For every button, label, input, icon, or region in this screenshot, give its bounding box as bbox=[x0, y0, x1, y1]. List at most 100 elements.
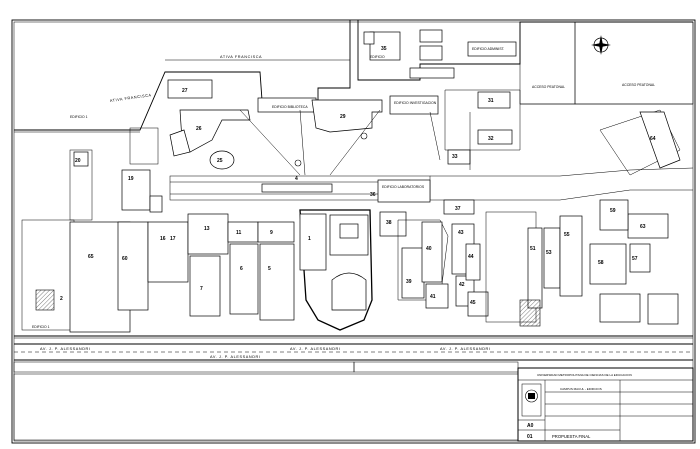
plot-upper-right-b bbox=[574, 21, 694, 105]
building-35 bbox=[369, 31, 401, 61]
svg-text:1: 1 bbox=[308, 236, 311, 242]
svg-text:20: 20 bbox=[75, 158, 81, 164]
svg-text:42: 42 bbox=[459, 282, 465, 288]
building-2 bbox=[35, 289, 55, 311]
building-a bbox=[419, 29, 443, 43]
svg-text:64: 64 bbox=[650, 136, 656, 142]
street-label-top: ATIVA FRANCISCA bbox=[220, 55, 262, 59]
building-4 bbox=[261, 183, 333, 193]
institution-name: UNIVERSIDAD METROPOLITANA DE CIENCIAS DE… bbox=[537, 373, 632, 377]
street-label-main: AV. J. P. ALESSANDRI bbox=[210, 355, 261, 359]
building-54 bbox=[599, 293, 641, 323]
building-1 bbox=[299, 213, 327, 271]
building-31 bbox=[477, 91, 511, 109]
building-41 bbox=[425, 283, 449, 309]
svg-text:45: 45 bbox=[470, 300, 476, 306]
svg-text:6: 6 bbox=[240, 266, 243, 272]
svg-text:43: 43 bbox=[458, 230, 464, 236]
svg-text:EDIFICIO 1: EDIFICIO 1 bbox=[70, 115, 88, 119]
building-b bbox=[467, 41, 517, 57]
svg-text:55: 55 bbox=[564, 232, 570, 238]
building-62 bbox=[647, 293, 679, 325]
street-label-left: AV. J. P. ALESSANDRI bbox=[40, 347, 91, 351]
svg-text:37: 37 bbox=[455, 206, 461, 212]
svg-text:60: 60 bbox=[122, 256, 128, 262]
building-45 bbox=[467, 291, 489, 317]
svg-text:16: 16 bbox=[160, 236, 166, 242]
building-36 bbox=[377, 179, 431, 203]
building-9 bbox=[257, 221, 295, 243]
svg-text:44: 44 bbox=[468, 254, 474, 260]
svg-text:9: 9 bbox=[270, 230, 273, 236]
building-26 bbox=[179, 109, 251, 153]
svg-text:EDIFICIO INVESTIGACION: EDIFICIO INVESTIGACION bbox=[394, 101, 437, 105]
svg-text:EDIFICIO ADMINIST.: EDIFICIO ADMINIST. bbox=[472, 47, 504, 51]
building-57 bbox=[629, 243, 651, 273]
svg-text:31: 31 bbox=[488, 98, 494, 104]
svg-text:29: 29 bbox=[340, 114, 346, 120]
building-66 bbox=[379, 211, 407, 237]
building-39 bbox=[401, 247, 425, 299]
building-11 bbox=[227, 221, 259, 243]
svg-text:EDIFICIO: EDIFICIO bbox=[370, 55, 385, 59]
svg-text:EDIFICIO 1: EDIFICIO 1 bbox=[32, 325, 50, 329]
sheet-number: 01 bbox=[527, 434, 533, 440]
building-19 bbox=[121, 169, 151, 211]
svg-text:11: 11 bbox=[236, 230, 242, 236]
svg-text:51: 51 bbox=[530, 246, 536, 252]
north-arrow-icon bbox=[591, 35, 611, 55]
building-27 bbox=[167, 79, 213, 99]
building-21 bbox=[149, 195, 163, 213]
svg-text:17: 17 bbox=[170, 236, 176, 242]
building-56 bbox=[589, 243, 627, 285]
svg-text:36: 36 bbox=[370, 192, 376, 198]
building-13 bbox=[187, 213, 229, 255]
svg-text:58: 58 bbox=[598, 260, 604, 266]
svg-text:25: 25 bbox=[217, 158, 223, 164]
building-52 bbox=[519, 299, 541, 327]
sheet-inner-frame bbox=[13, 21, 694, 442]
building-37 bbox=[443, 199, 475, 215]
svg-text:13: 13 bbox=[204, 226, 210, 232]
svg-text:7: 7 bbox=[200, 286, 203, 292]
building-51 bbox=[527, 227, 543, 309]
svg-text:33: 33 bbox=[452, 154, 458, 160]
building-60 bbox=[117, 221, 149, 311]
street-label-top-left: ATIVA FRANCISCA bbox=[110, 93, 152, 103]
svg-text:EDIFICIO LABORATORIOS: EDIFICIO LABORATORIOS bbox=[382, 185, 425, 189]
svg-text:26: 26 bbox=[196, 126, 202, 132]
building-30 bbox=[389, 95, 439, 115]
building-44 bbox=[465, 243, 481, 281]
plot-upper-right-a bbox=[519, 21, 576, 105]
building-32 bbox=[477, 129, 513, 145]
title-block: UNIVERSIDAD METROPOLITANA DE CIENCIAS DE… bbox=[517, 367, 694, 442]
campus-label: CAMPUS MACUL - EDIFICIOS bbox=[560, 387, 602, 391]
property-boundary-right bbox=[357, 20, 693, 81]
svg-text:5: 5 bbox=[268, 266, 271, 272]
svg-text:39: 39 bbox=[406, 279, 412, 285]
svg-text:63: 63 bbox=[640, 224, 646, 230]
svg-text:65: 65 bbox=[88, 254, 94, 260]
svg-text:32: 32 bbox=[488, 136, 494, 142]
svg-text:ACCESO PEATONAL: ACCESO PEATONAL bbox=[532, 85, 565, 89]
svg-text:35: 35 bbox=[381, 46, 387, 52]
building-25 bbox=[209, 150, 235, 170]
svg-text:38: 38 bbox=[386, 220, 392, 226]
plot-left bbox=[21, 219, 75, 331]
svg-text:57: 57 bbox=[632, 256, 638, 262]
building-5 bbox=[259, 243, 295, 321]
building-6 bbox=[229, 243, 259, 315]
building-29 bbox=[311, 99, 383, 133]
building-63 bbox=[627, 213, 669, 239]
building-17 bbox=[147, 221, 189, 283]
building-7 bbox=[189, 255, 221, 317]
sheet-code: A0 bbox=[527, 423, 534, 429]
svg-text:41: 41 bbox=[430, 294, 436, 300]
status-label: PROPUESTA FINAL bbox=[552, 434, 591, 439]
street-label-secondary: AV. J. P. ALESSANDRI bbox=[290, 347, 341, 351]
building-55 bbox=[559, 215, 583, 297]
svg-text:27: 27 bbox=[182, 88, 188, 94]
svg-text:ACCESO PEATONAL: ACCESO PEATONAL bbox=[622, 83, 655, 87]
